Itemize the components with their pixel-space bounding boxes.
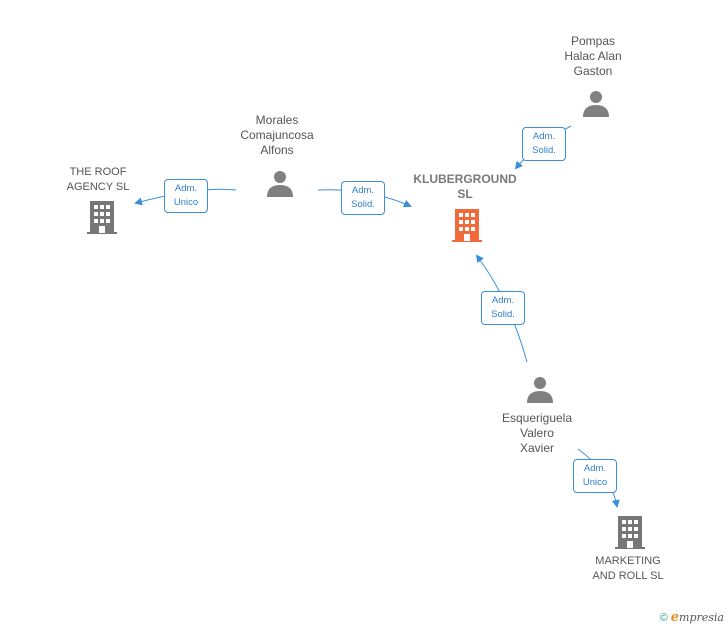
edge-badge-morales-kluberground: Adm. Solid. (341, 181, 385, 215)
person-label-morales[interactable]: Morales Comajuncosa Alfons (240, 113, 314, 157)
company-label-roof[interactable]: THE ROOF AGENCY SL (66, 166, 130, 193)
edge-badge-esqueriguela-kluberground: Adm. Solid. (481, 291, 525, 325)
watermark: © empresia (660, 610, 724, 625)
person-icon-morales (267, 171, 293, 197)
edge-badge-pompas-kluberground: Adm. Solid. (522, 127, 566, 161)
brand-logo-e: e (670, 610, 680, 625)
brand-logo-text: mpresia (679, 611, 724, 624)
person-label-esqueriguela[interactable]: Esqueriguela Valero Xavier (501, 411, 573, 455)
building-icon-marketing (615, 516, 645, 549)
person-icon-esqueriguela (527, 377, 553, 403)
person-icon-pompas (583, 91, 609, 117)
edge-badge-esqueriguela-marketing: Adm. Unico (573, 459, 617, 493)
building-icon-roof (87, 201, 117, 234)
edge-badge-morales-roof: Adm. Unico (164, 179, 208, 213)
copyright-icon: © (659, 612, 668, 624)
company-label-marketing[interactable]: MARKETING AND ROLL SL (592, 555, 664, 582)
building-icon-kluberground (452, 209, 482, 242)
person-label-pompas[interactable]: Pompas Halac Alan Gaston (564, 34, 622, 78)
company-label-kluberground[interactable]: KLUBERGROUND SL (413, 172, 517, 201)
